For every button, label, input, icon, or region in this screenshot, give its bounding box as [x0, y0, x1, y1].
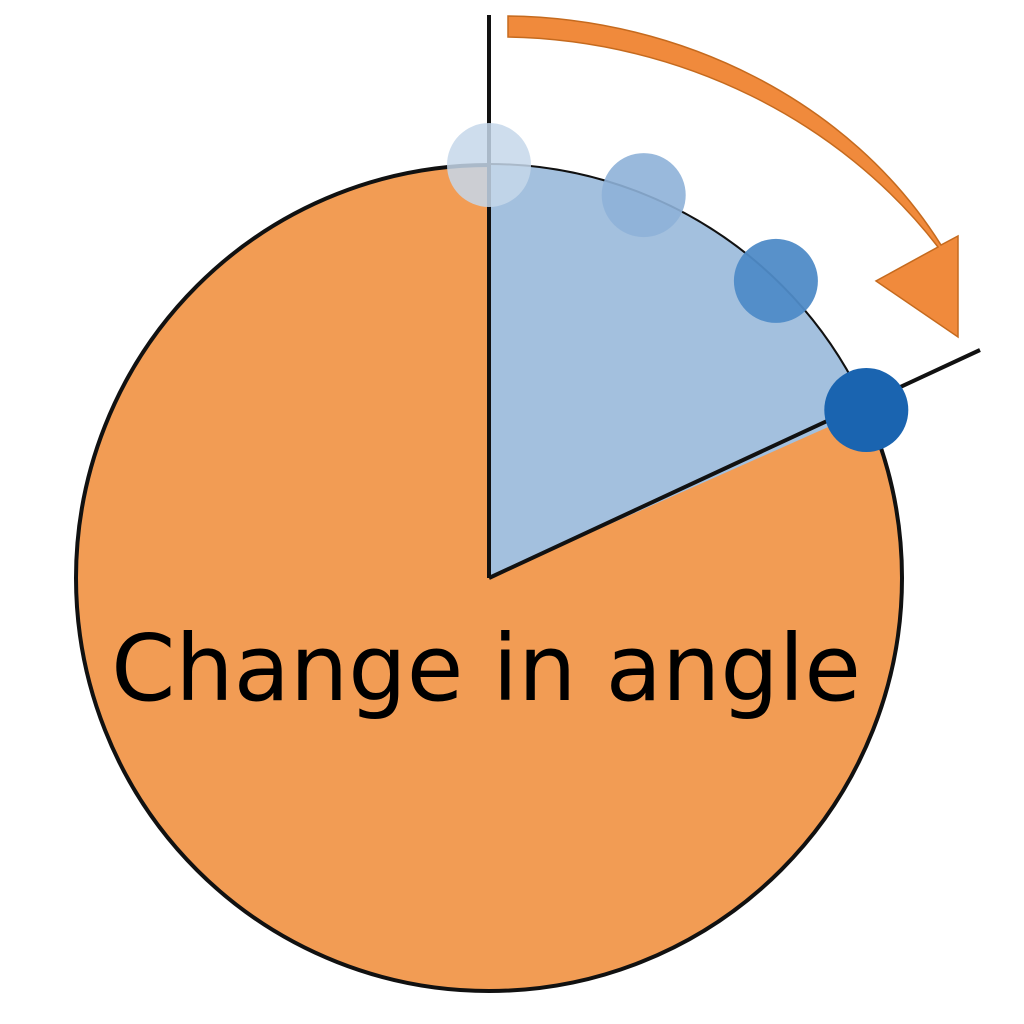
position-dot	[447, 123, 531, 207]
rotation-arrow-icon	[507, 15, 959, 339]
position-dot	[824, 368, 909, 452]
caption-text: Change in angle	[111, 615, 861, 722]
position-dots	[447, 123, 909, 452]
position-dot	[733, 238, 818, 323]
position-dot	[601, 153, 686, 238]
swept-angle-sector	[489, 165, 867, 578]
